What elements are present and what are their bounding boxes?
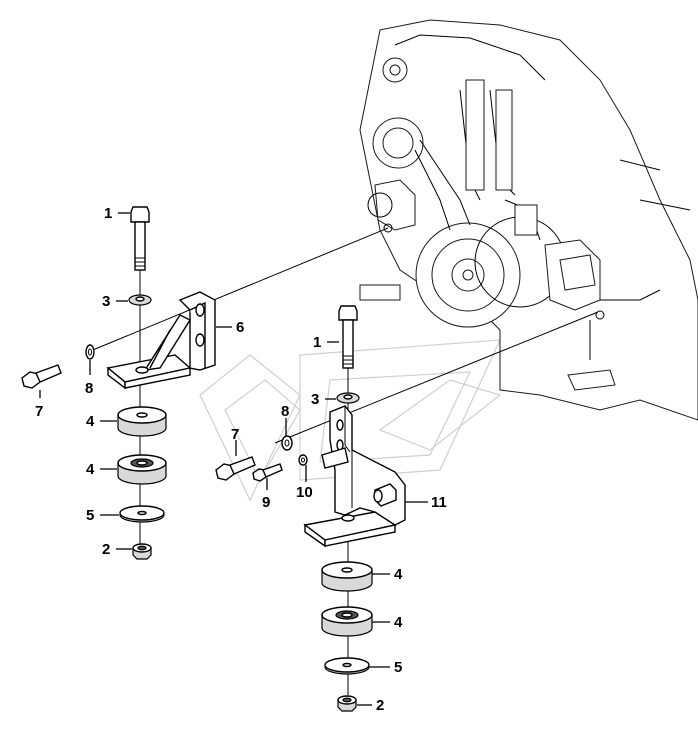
bracket-6	[106, 291, 216, 390]
callout-4-right-upper: 4	[394, 566, 403, 583]
callout-5-left: 5	[86, 507, 94, 524]
callout-1-left: 1	[104, 205, 112, 222]
engine-block	[359, 19, 698, 421]
bolt-9	[252, 463, 283, 482]
washer-8-right	[281, 435, 293, 451]
disc-washer-5-left	[119, 505, 165, 523]
callout-8-right: 8	[281, 403, 289, 420]
callout-2-left: 2	[102, 541, 110, 558]
nut-2-left	[132, 543, 152, 560]
washer-3-right	[336, 392, 360, 404]
callout-4-right-lower: 4	[394, 614, 403, 631]
nut-2-right	[337, 695, 357, 712]
callout-7-left: 7	[35, 403, 43, 420]
callout-2-right: 2	[376, 697, 384, 714]
rubber-mount-4-left-lower	[117, 454, 167, 485]
rubber-mount-4-right-upper	[321, 561, 373, 592]
callout-3-left: 3	[102, 293, 110, 310]
callout-leaders	[39, 212, 428, 706]
washer-8-left	[85, 344, 95, 360]
callout-5-right: 5	[394, 659, 402, 676]
callout-labels: 1 3 6 8 7 4 4 5 2 1 3 8 7 9 10 11 4 4 5 …	[35, 205, 447, 714]
callout-10: 10	[296, 484, 313, 501]
washer-3-left	[128, 294, 152, 306]
callout-1-right: 1	[313, 334, 321, 351]
washer-10	[298, 454, 308, 466]
bolt-1-right	[338, 305, 358, 369]
callout-4-left-upper: 4	[86, 413, 95, 430]
callout-3-right: 3	[311, 391, 319, 408]
callout-7-right: 7	[231, 426, 239, 443]
rubber-mount-4-left-upper	[117, 406, 167, 437]
bolt-1-left	[130, 206, 150, 271]
callout-6: 6	[236, 319, 244, 336]
bolt-7-right	[215, 456, 256, 481]
rubber-mount-4-right-lower	[321, 606, 373, 637]
bracket-11	[303, 405, 406, 548]
bolt-7-left	[21, 364, 62, 389]
callout-8-left: 8	[85, 380, 93, 397]
callout-4-left-lower: 4	[86, 461, 95, 478]
callout-11: 11	[431, 494, 447, 511]
disc-washer-5-right	[324, 657, 370, 675]
callout-9: 9	[262, 494, 270, 511]
